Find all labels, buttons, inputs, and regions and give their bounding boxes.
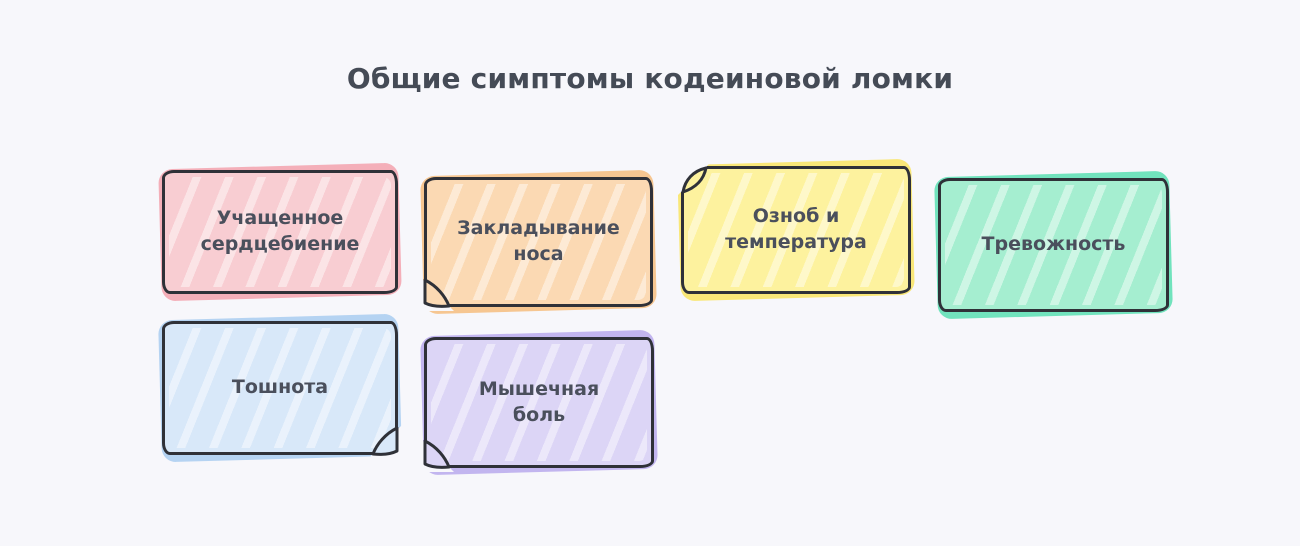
symptom-card-nasal-congestion: Закладывание носа xyxy=(420,177,653,311)
symptom-label: Озноб и температура xyxy=(725,205,867,253)
symptom-label: Закладывание носа xyxy=(457,217,620,265)
symptom-card-chills-fever: Озноб и температура xyxy=(677,162,911,294)
folded-corner-icon xyxy=(420,438,454,472)
symptom-label: Мышечная боль xyxy=(478,377,600,426)
symptom-card-muscle-pain: Мышечная боль xyxy=(420,337,654,472)
symptom-label: Тревожность xyxy=(981,233,1126,256)
symptom-label: Учащенное сердцебиение xyxy=(200,207,360,255)
symptom-card-nausea: Тошнота xyxy=(162,321,402,459)
symptom-card-rapid-heartbeat: Учащенное сердцебиение xyxy=(162,170,398,294)
symptom-label: Тошнота xyxy=(231,376,329,399)
folded-corner-icon xyxy=(420,277,454,311)
folded-corner-icon xyxy=(368,425,402,459)
folded-corner-icon xyxy=(677,162,711,196)
symptom-card-anxiety: Тревожность xyxy=(938,178,1169,312)
diagram-title: Общие симптомы кодеиновой ломки xyxy=(346,62,954,95)
